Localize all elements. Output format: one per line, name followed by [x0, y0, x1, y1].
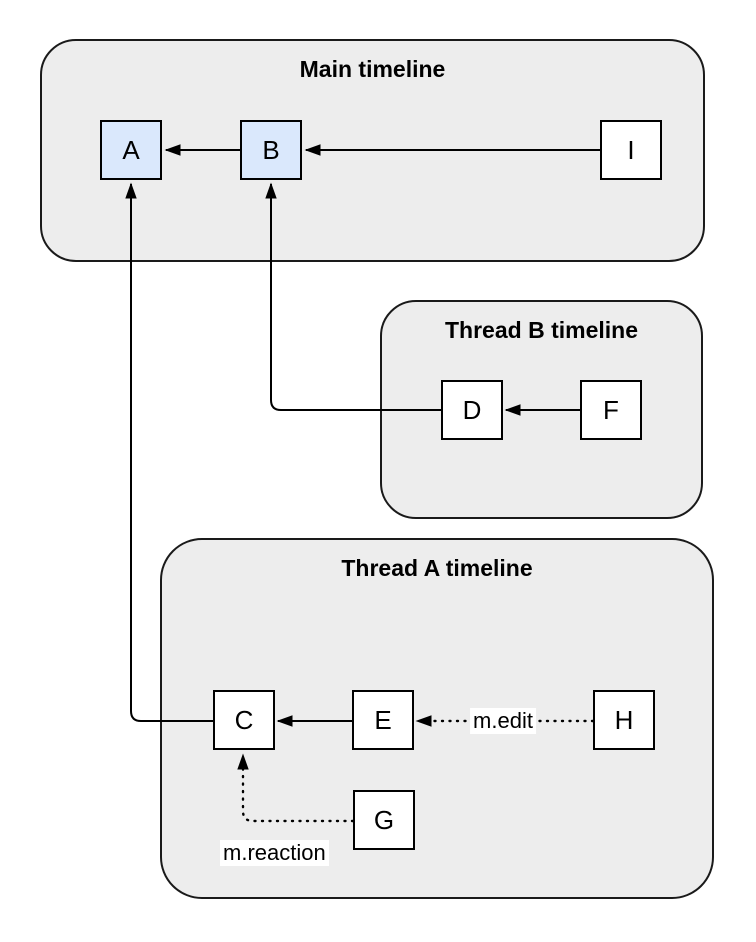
node-c: C [213, 690, 275, 750]
edge-label-m-reaction: m.reaction [220, 840, 329, 866]
container-thread-b-timeline: Thread B timeline [380, 300, 703, 519]
node-g: G [353, 790, 415, 850]
thread-a-timeline-title: Thread A timeline [341, 555, 533, 581]
node-e: E [352, 690, 414, 750]
node-b: B [240, 120, 302, 180]
node-f: F [580, 380, 642, 440]
node-d: D [441, 380, 503, 440]
edge-label-m-edit: m.edit [470, 708, 536, 734]
thread-b-timeline-title: Thread B timeline [445, 317, 638, 343]
main-timeline-title: Main timeline [299, 56, 446, 82]
node-i: I [600, 120, 662, 180]
node-a: A [100, 120, 162, 180]
node-h: H [593, 690, 655, 750]
